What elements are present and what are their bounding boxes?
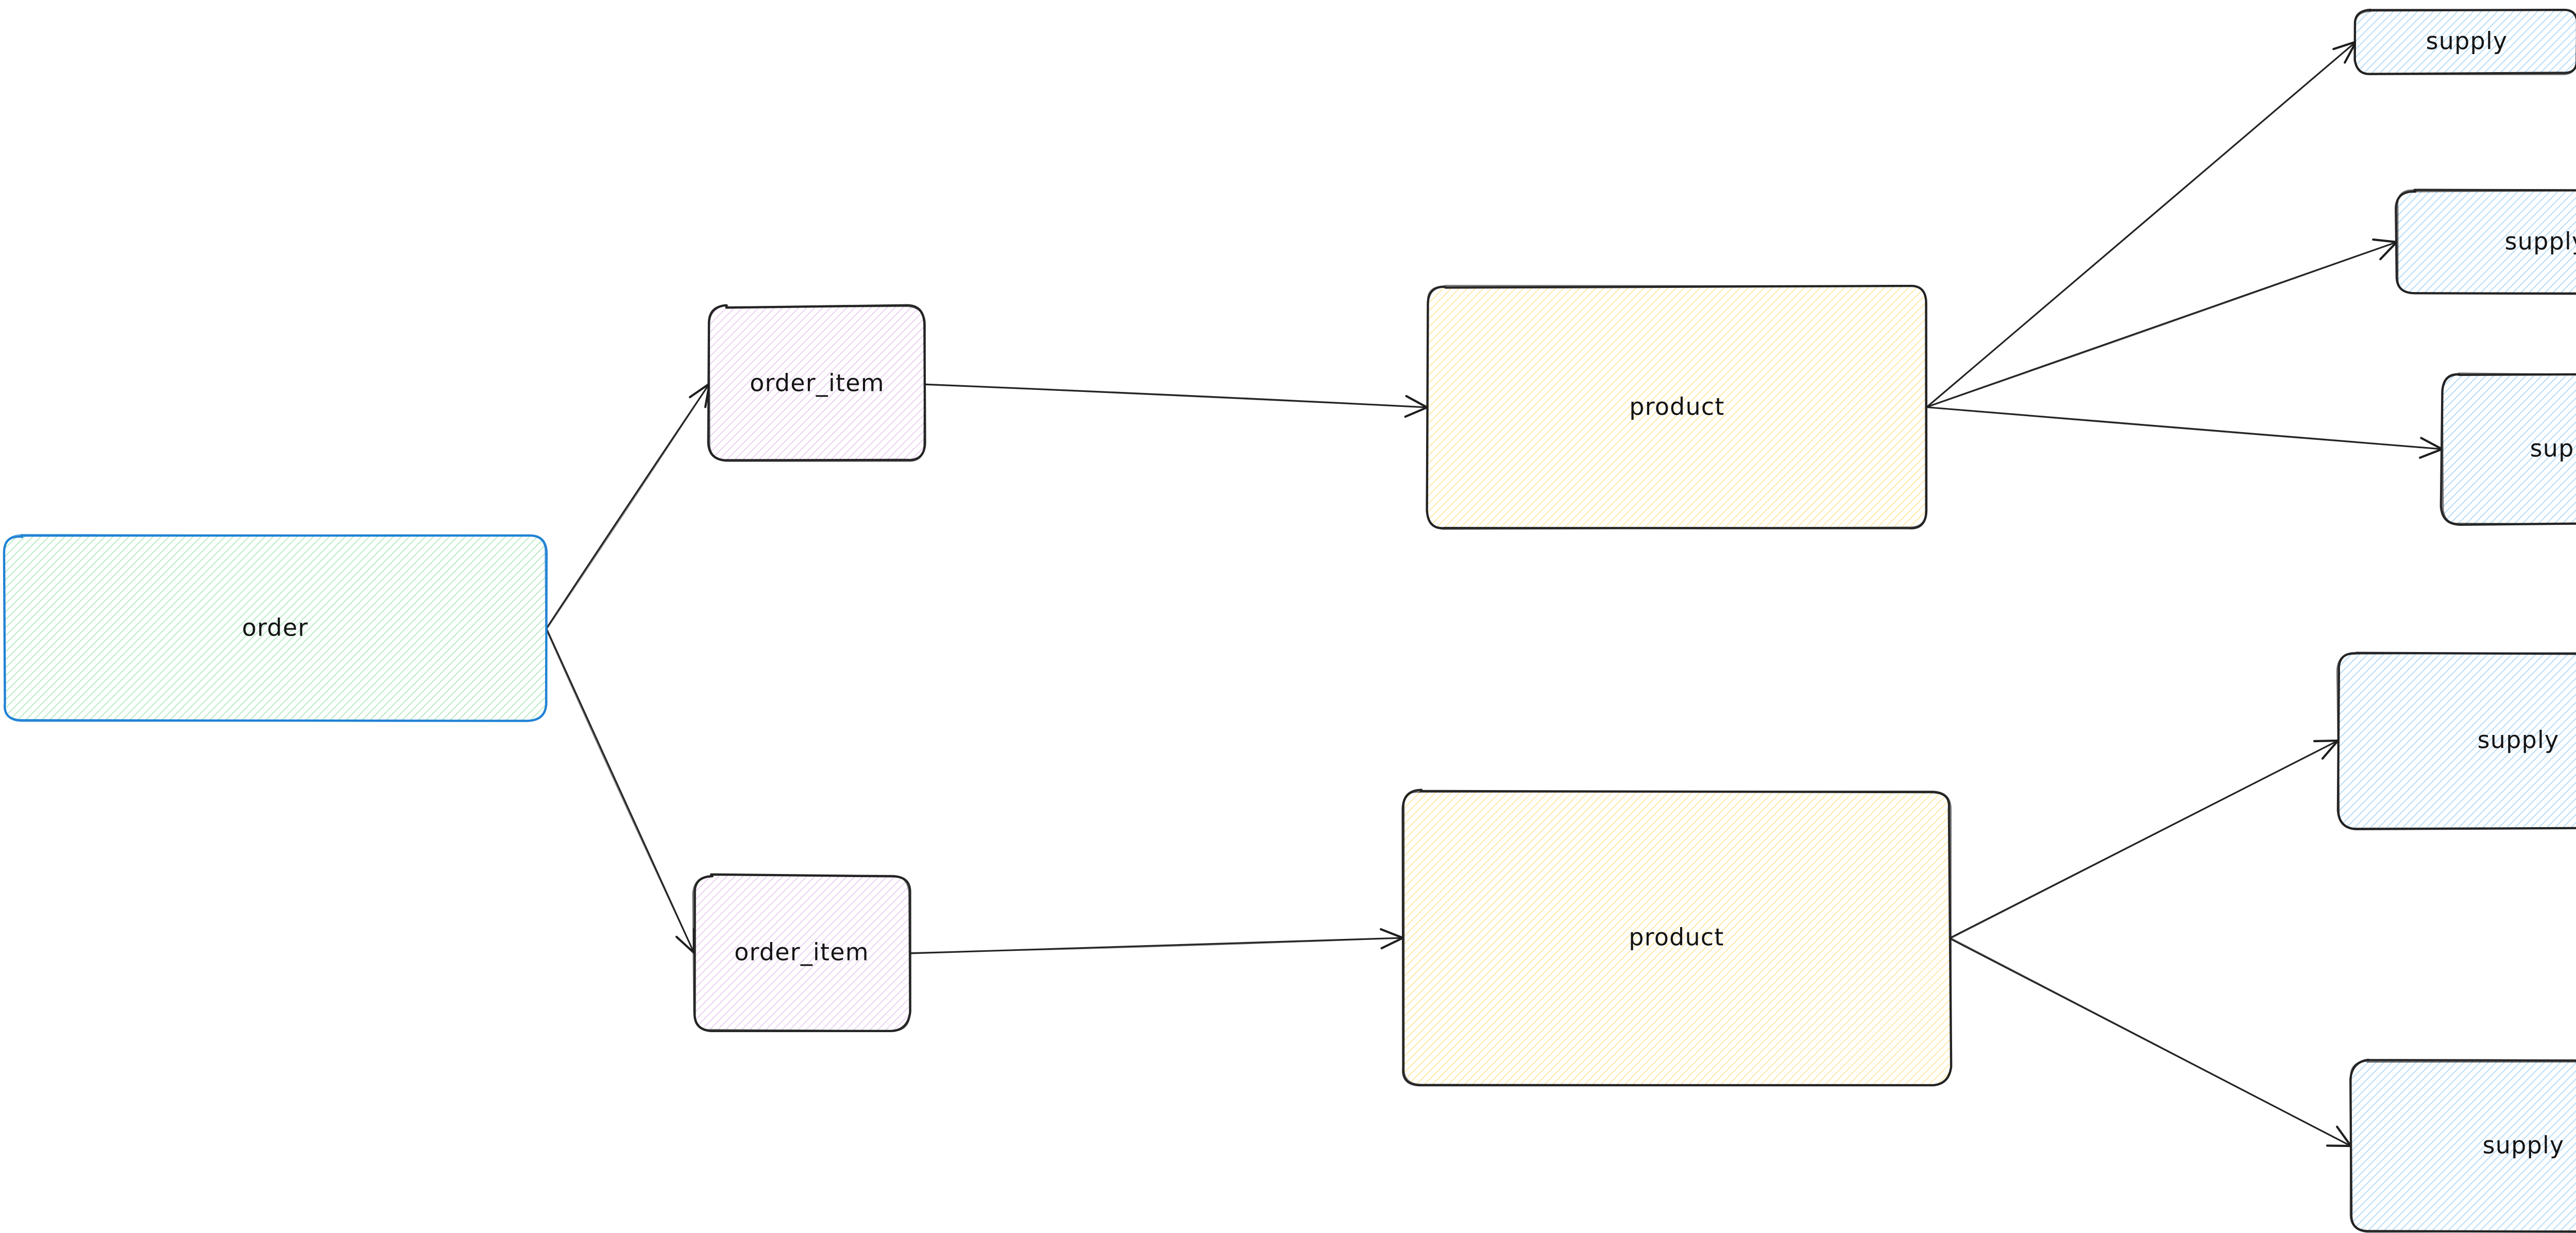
node-order_item[interactable]: order_item xyxy=(707,304,926,462)
node-supply[interactable]: supply xyxy=(2353,8,2576,75)
edge-product_1-to-supply_2[interactable] xyxy=(1926,238,2398,408)
node-hatch-fill xyxy=(2337,653,2576,829)
edge-arrowhead xyxy=(2420,437,2444,451)
node-supply[interactable]: supply xyxy=(2439,372,2576,526)
node-border xyxy=(1426,285,1927,530)
node-border xyxy=(692,874,911,1032)
node-hatch-fill xyxy=(1427,285,1927,529)
edge-line xyxy=(923,383,1426,408)
edge-product_2-to-supply_4[interactable] xyxy=(1949,739,2340,939)
edge-line xyxy=(546,628,694,952)
edge-layer xyxy=(545,40,2444,1148)
edge-product_1-to-supply_1[interactable] xyxy=(1926,40,2358,408)
node-hatch-fill xyxy=(2350,1060,2576,1232)
edge-line xyxy=(1927,242,2396,408)
node-label: product xyxy=(1629,393,1724,421)
edge-line xyxy=(1927,406,2441,450)
node-border xyxy=(2336,652,2576,829)
node-supply[interactable]: supply xyxy=(2349,1058,2576,1233)
edge-arrowhead xyxy=(1380,928,1404,939)
edge-line xyxy=(1926,42,2355,407)
node-product[interactable]: product xyxy=(1401,789,1953,1087)
node-hatch-fill xyxy=(4,536,547,722)
node-label: order_item xyxy=(750,369,885,397)
edge-arrowhead xyxy=(2419,448,2444,459)
edge-product_2-to-supply_5[interactable] xyxy=(1949,937,2352,1148)
node-order[interactable]: order xyxy=(3,534,548,722)
node-supply[interactable]: supply xyxy=(2336,652,2576,830)
edge-line xyxy=(1950,741,2337,939)
edge-order-to-order_item_1[interactable] xyxy=(546,382,711,630)
node-label: supply xyxy=(2530,435,2576,463)
node-label: supply xyxy=(2505,228,2576,255)
node-label: order_item xyxy=(734,938,869,966)
node-label: supply xyxy=(2426,27,2508,55)
node-supply[interactable]: supply xyxy=(2395,189,2576,295)
node-hatch-fill xyxy=(708,306,925,461)
node-border xyxy=(2349,1060,2576,1233)
node-hatch-fill xyxy=(2355,10,2576,74)
node-label: order xyxy=(242,614,309,642)
edge-arrowhead xyxy=(2332,40,2358,50)
node-hatch-fill xyxy=(1403,791,1950,1086)
edge-product_1-to-supply_3[interactable] xyxy=(1925,406,2444,459)
node-label: supply xyxy=(2478,726,2560,754)
edge-arrowhead xyxy=(2321,739,2340,760)
edge-arrowhead xyxy=(2372,238,2398,244)
edge-line xyxy=(546,385,709,630)
edge-arrowhead xyxy=(1405,395,1429,409)
edge-arrowhead xyxy=(2379,241,2398,261)
node-label: supply xyxy=(2483,1132,2565,1159)
node-product[interactable]: product xyxy=(1426,284,1928,530)
edge-line xyxy=(909,937,1402,953)
edge-order_item_1-to-product_1[interactable] xyxy=(923,383,1429,418)
node-hatch-fill xyxy=(693,875,910,1031)
node-border xyxy=(1403,790,1952,1086)
node-border xyxy=(2349,1058,2576,1233)
edge-arrowhead xyxy=(675,935,696,954)
node-border xyxy=(2397,189,2576,294)
edge-arrowhead xyxy=(689,382,711,399)
node-order_item[interactable]: order_item xyxy=(692,873,911,1032)
edge-arrowhead xyxy=(1380,936,1404,950)
node-border xyxy=(708,304,926,462)
edge-line xyxy=(545,627,694,952)
node-border xyxy=(2442,372,2576,525)
edge-arrowhead xyxy=(2336,1125,2352,1148)
node-label: product xyxy=(1629,923,1724,951)
node-hatch-fill xyxy=(2397,190,2576,294)
edge-line xyxy=(1950,937,2350,1146)
node-hatch-fill xyxy=(2442,374,2576,524)
edge-order-to-order_item_2[interactable] xyxy=(545,627,696,954)
edge-order_item_2-to-product_2[interactable] xyxy=(909,928,1404,954)
node-border xyxy=(3,534,548,722)
edge-arrowhead xyxy=(2326,1144,2352,1148)
node-layer: orderorder_itemorder_itemproductproducts… xyxy=(3,8,2576,1233)
edge-arrowhead xyxy=(1404,406,1429,418)
